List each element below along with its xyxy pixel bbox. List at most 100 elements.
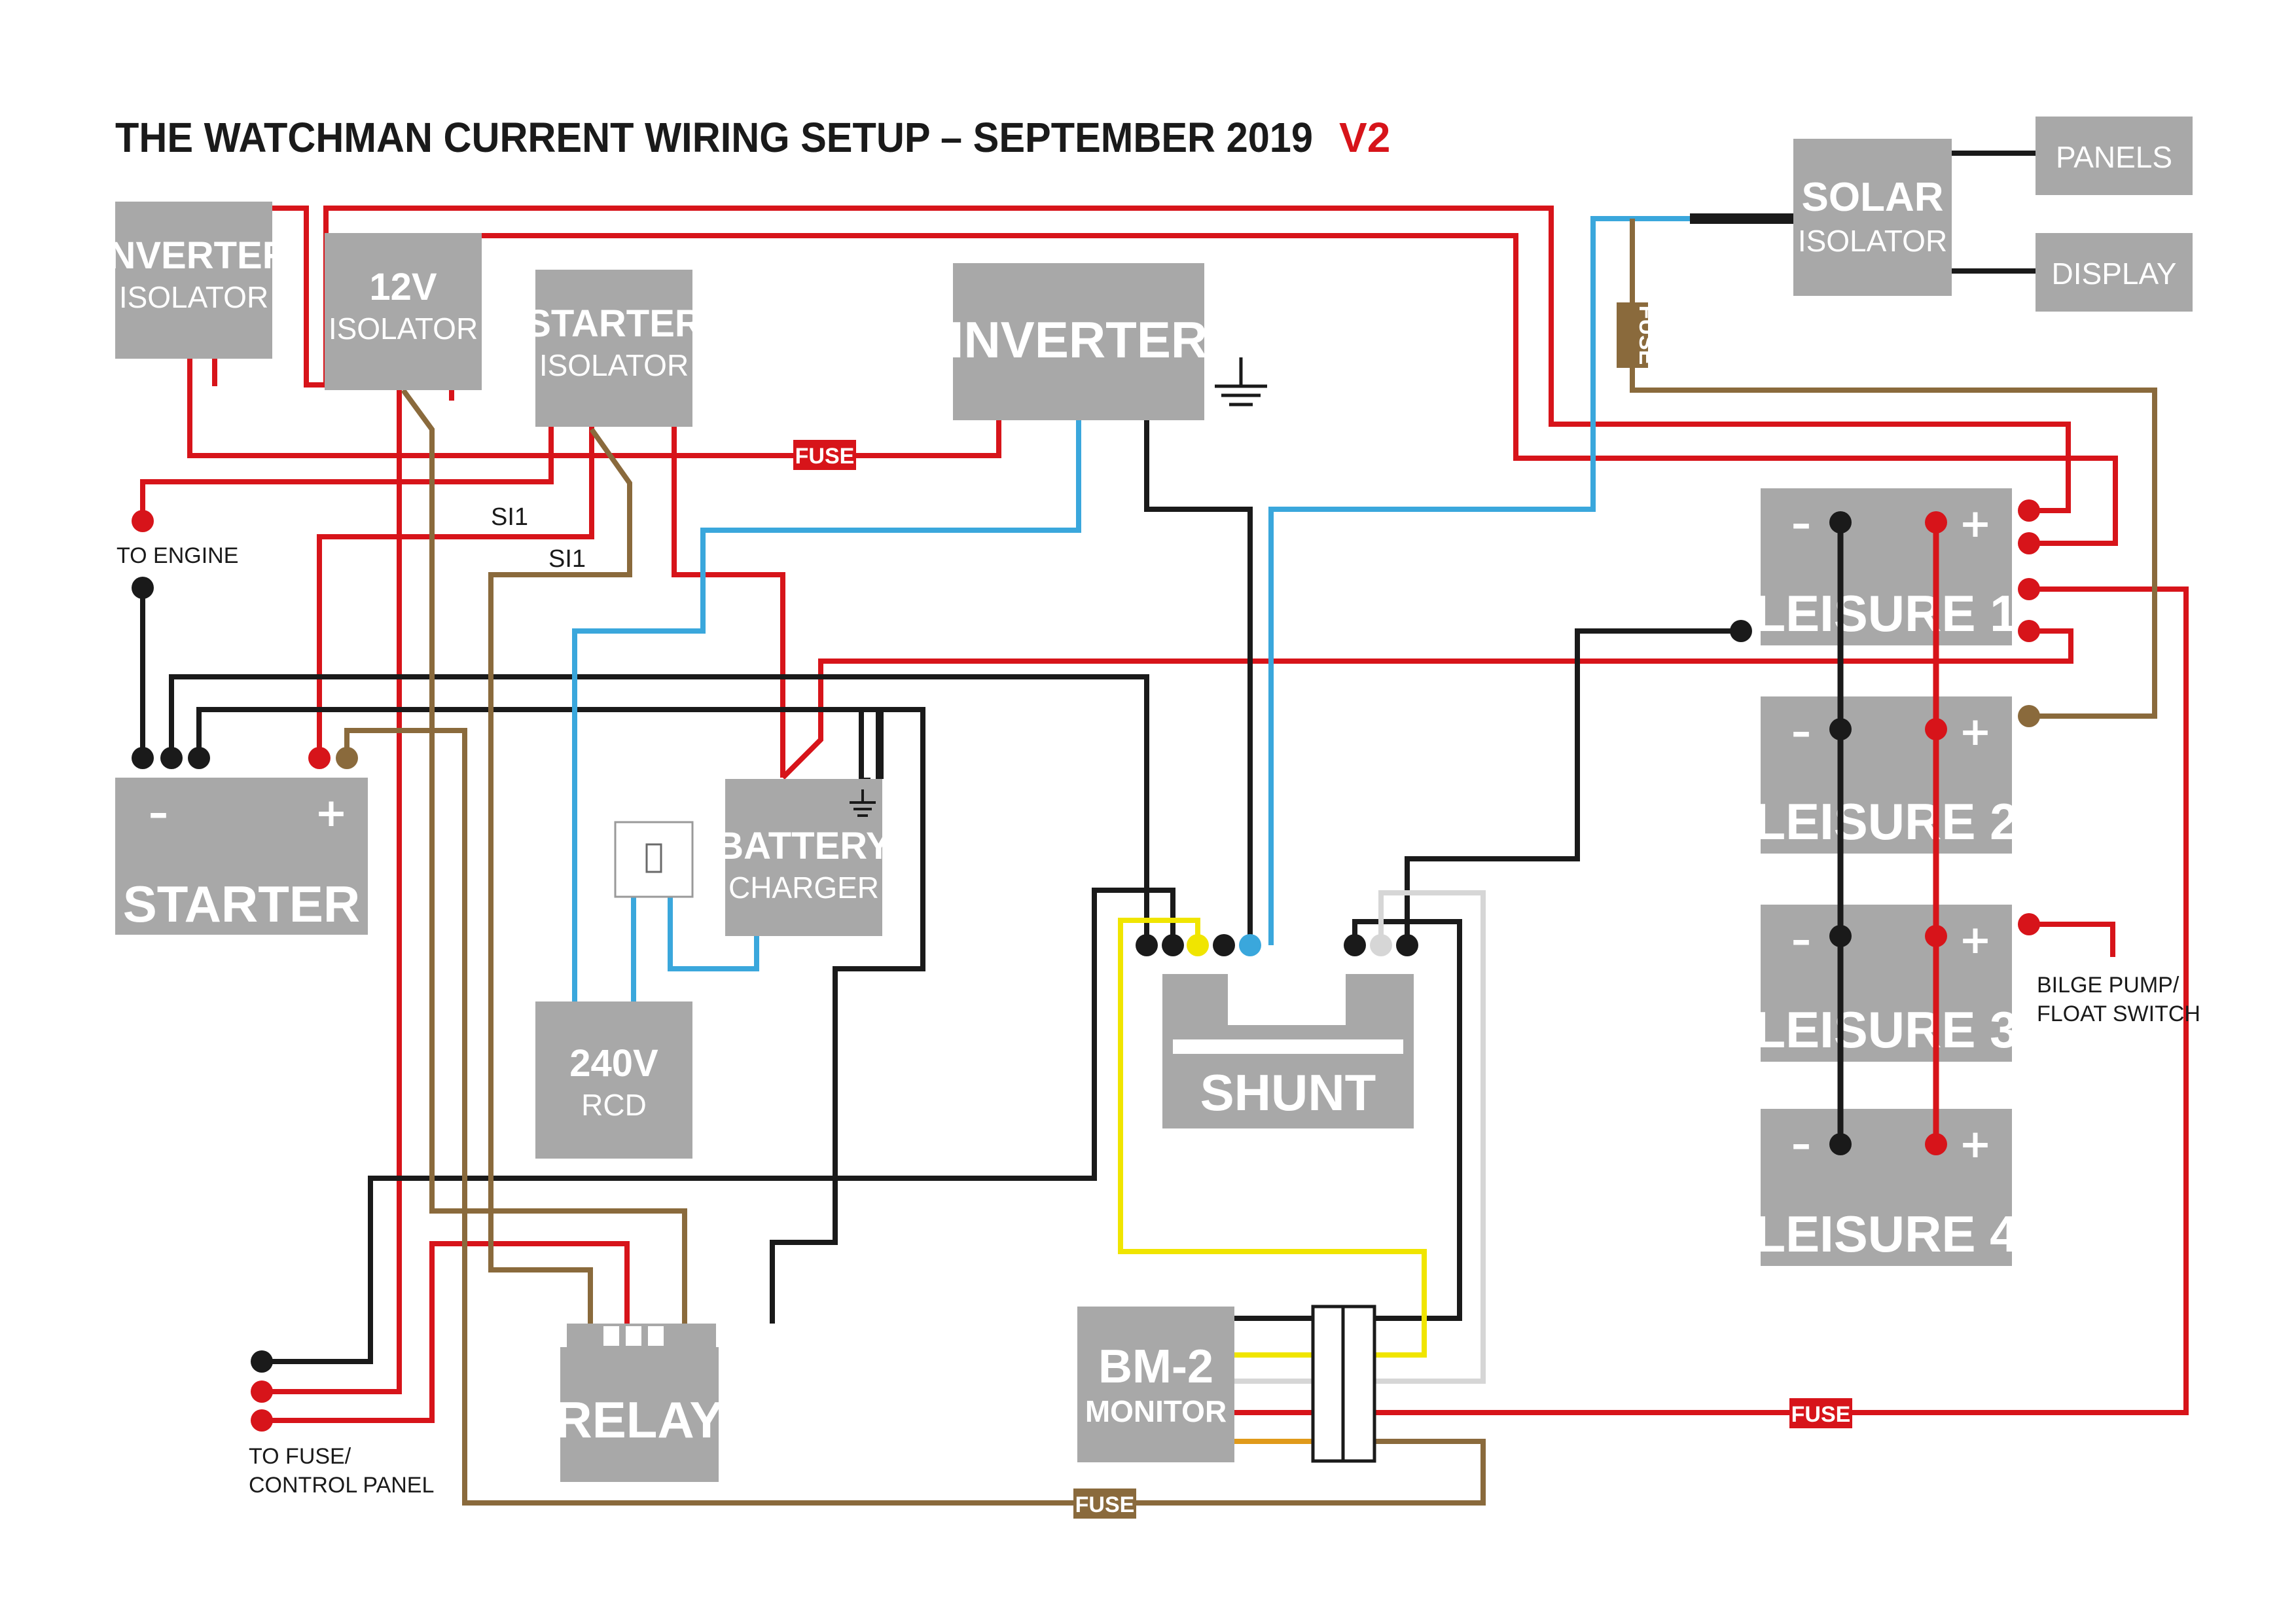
terminal-starter-pos[interactable] <box>308 747 331 769</box>
terminal-engine-pos[interactable] <box>132 510 154 532</box>
leisure-4-minus: – <box>1791 1121 1811 1167</box>
terminal-panel-pos-2[interactable] <box>251 1409 273 1432</box>
starter-title: STARTER <box>123 875 361 933</box>
leisure-3-minus: – <box>1791 917 1811 963</box>
relay[interactable]: RELAY <box>555 1324 724 1482</box>
terminal-right-brown[interactable] <box>2018 705 2040 727</box>
solar-isolator-sub: ISOLATOR <box>1798 224 1947 258</box>
terminal-right-3[interactable] <box>2018 578 2040 600</box>
shunt-title: SHUNT <box>1200 1064 1376 1121</box>
si1-label-a: SI1 <box>491 503 528 531</box>
battery-charger-title: BATTERY <box>716 825 891 867</box>
isolator-12v-sub: ISOLATOR <box>329 312 478 346</box>
terminal-starter-brown[interactable] <box>336 747 358 769</box>
wire-brown-relay <box>344 728 1486 1506</box>
terminal-panel-neg[interactable] <box>251 1350 273 1373</box>
terminal-panel-pos-1[interactable] <box>251 1380 273 1403</box>
terminal-bilge[interactable] <box>2018 913 2040 935</box>
wire-blue-inverter-rcd <box>572 419 1081 1003</box>
panels[interactable]: PANELS <box>2036 117 2193 195</box>
leisure-1-title: LEISURE 1 <box>1754 585 2018 642</box>
wire-black-fuse-panel <box>262 888 1149 1364</box>
terminal-right-1[interactable] <box>2018 499 2040 522</box>
terminal-starter-neg-1[interactable] <box>132 747 154 769</box>
terminal-l3-pos[interactable] <box>1925 925 1947 947</box>
leisure-battery-3[interactable]: – + LEISURE 3 <box>1754 905 2018 1062</box>
starter-isolator-title: STARTER <box>526 302 702 345</box>
terminal-starter-neg-3[interactable] <box>188 747 210 769</box>
leisure-battery-4[interactable]: – + LEISURE 4 <box>1754 1109 2018 1266</box>
bm2-sub: MONITOR <box>1085 1394 1227 1428</box>
terminals <box>132 499 2040 1432</box>
terminal-leisure-neg-feed[interactable] <box>1730 620 1752 642</box>
terminal-l2-pos[interactable] <box>1925 718 1947 740</box>
fuse-panel-label-2: CONTROL PANEL <box>249 1473 434 1498</box>
leisure-2-plus: + <box>1959 709 1992 755</box>
terminal-shunt-1[interactable] <box>1136 934 1158 956</box>
terminal-l1-pos[interactable] <box>1925 511 1947 533</box>
panels-label: PANELS <box>2056 140 2172 174</box>
fuse-top-label: FUSE <box>795 444 855 469</box>
terminal-shunt-7[interactable] <box>1370 934 1392 956</box>
leisure-1-minus: – <box>1791 501 1811 547</box>
wire-black-charger-return <box>770 707 925 1324</box>
charger-ground-icon <box>850 789 876 817</box>
leisure-battery-2[interactable]: – + LEISURE 2 <box>1754 696 2018 854</box>
leisure-2-minus: – <box>1791 709 1811 755</box>
fuse-solar: FUSE <box>1617 302 1659 368</box>
starter-battery[interactable]: – + STARTER <box>115 778 368 935</box>
wire-black-leisure-shunt <box>1405 628 1741 945</box>
bm2-title: BM-2 <box>1098 1341 1213 1393</box>
terminal-l3-neg[interactable] <box>1829 925 1852 947</box>
leisure-battery-1[interactable]: – + LEISURE 1 <box>1754 488 2018 645</box>
terminal-l4-neg[interactable] <box>1829 1133 1852 1155</box>
wire-black-starter-2 <box>196 707 870 783</box>
terminal-l1-neg[interactable] <box>1829 511 1852 533</box>
terminal-block <box>1311 1305 1376 1463</box>
terminal-l4-pos[interactable] <box>1925 1133 1947 1155</box>
solar-isolator-title: SOLAR <box>1802 175 1944 220</box>
inverter[interactable]: INVERTER <box>950 263 1208 420</box>
solar-isolator[interactable]: SOLAR ISOLATOR <box>1793 139 1952 296</box>
diagram-version: V2 <box>1339 114 1390 161</box>
leisure-1-plus: + <box>1959 501 1992 547</box>
rcd-sub: RCD <box>581 1088 647 1122</box>
wire-red-fuse-panel-2 <box>262 1241 630 1423</box>
wire-red-bilge <box>2029 922 2115 957</box>
wire-red-engine <box>140 425 554 521</box>
bilge-label-2: FLOAT SWITCH <box>2037 1001 2200 1026</box>
isolator-12v[interactable]: 12V ISOLATOR <box>325 233 482 390</box>
shunt[interactable]: SHUNT <box>1162 974 1414 1128</box>
terminal-engine-neg[interactable] <box>132 577 154 599</box>
terminal-shunt-3[interactable] <box>1187 934 1209 956</box>
battery-charger[interactable]: BATTERY CHARGER <box>716 779 891 936</box>
wire-brown-starter-iso <box>488 427 632 1324</box>
starter-isolator[interactable]: STARTER ISOLATOR <box>526 270 702 427</box>
bilge-label-1: BILGE PUMP/ <box>2037 973 2179 998</box>
terminal-shunt-8[interactable] <box>1396 934 1418 956</box>
terminal-shunt-2[interactable] <box>1162 934 1184 956</box>
starter-minus: – <box>149 790 168 836</box>
relay-title: RELAY <box>555 1391 723 1449</box>
leisure-2-title: LEISURE 2 <box>1754 793 2018 850</box>
terminal-shunt-4[interactable] <box>1213 934 1235 956</box>
terminal-starter-neg-2[interactable] <box>160 747 183 769</box>
fuse-bottom-label: FUSE <box>1075 1492 1135 1517</box>
fuse-bottom: FUSE <box>1073 1489 1136 1519</box>
terminal-shunt-5[interactable] <box>1239 934 1261 956</box>
wire-black-starter-1 <box>169 674 1175 945</box>
rcd-title: 240V <box>569 1042 658 1085</box>
rcd[interactable]: 240V RCD <box>535 1001 692 1159</box>
fuse-top: FUSE <box>793 440 856 470</box>
battery-charger-sub: CHARGER <box>728 871 879 905</box>
fuse-panel-label-1: TO FUSE/ <box>249 1444 351 1469</box>
display[interactable]: DISPLAY <box>2036 233 2193 312</box>
inverter-title: INVERTER <box>950 311 1208 369</box>
terminal-right-4[interactable] <box>2018 620 2040 642</box>
bm2-monitor[interactable]: BM-2 MONITOR <box>1077 1307 1234 1462</box>
isolator-12v-title: 12V <box>369 266 437 308</box>
terminal-l2-neg[interactable] <box>1829 718 1852 740</box>
terminal-shunt-6[interactable] <box>1344 934 1366 956</box>
terminal-right-2[interactable] <box>2018 532 2040 554</box>
inverter-isolator[interactable]: INVERTER ISOLATOR <box>98 202 290 359</box>
